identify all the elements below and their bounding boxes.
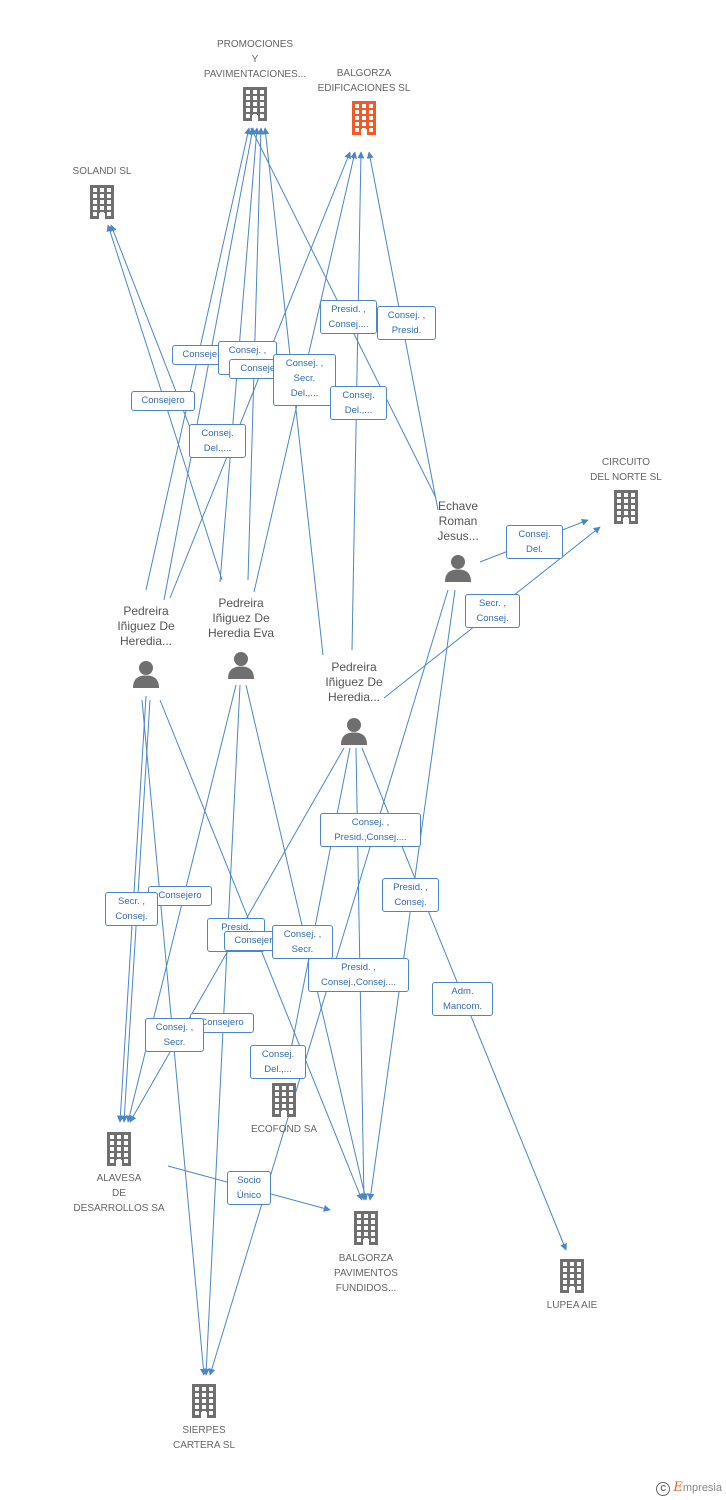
relation-label[interactable]: Consejero	[131, 391, 195, 411]
relation-label[interactable]: Presid. , Consej....	[320, 300, 377, 334]
relation-label[interactable]: Consej. , Presid.,Consej....	[320, 813, 421, 847]
relation-label[interactable]: Consej. Del.,...	[189, 424, 246, 458]
relation-label[interactable]: Consej. , Secr.	[272, 925, 333, 959]
relation-label[interactable]: Consej. , Secr. Del.,...	[273, 354, 336, 406]
relation-label[interactable]: Consej. , Secr.	[145, 1018, 204, 1052]
relation-label[interactable]: Presid. , Consej.	[382, 878, 439, 912]
node-label: Echave Roman Jesus...	[437, 499, 479, 543]
node-label: Pedreira Iñiguez De Heredia Eva	[207, 596, 275, 640]
node-label: BALGORZA EDIFICACIONES SL	[317, 68, 411, 94]
node-label: BALGORZA PAVIMENTOS FUNDIDOS...	[334, 1253, 398, 1294]
building-icon	[105, 1132, 133, 1171]
relation-label[interactable]: Secr. , Consej.	[105, 892, 158, 926]
brand-logo: C Empresia	[656, 1480, 722, 1496]
brand-name: mpresia	[682, 1482, 722, 1494]
node-label: CIRCUITO DEL NORTE SL	[590, 457, 662, 483]
relation-label[interactable]: Secr. , Consej.	[465, 594, 520, 628]
copyright-icon: C	[656, 1482, 671, 1496]
brand-initial: E	[673, 1480, 683, 1495]
building-icon	[352, 1211, 380, 1250]
node-label: SOLANDI SL	[72, 166, 132, 177]
node-label: LUPEA AIE	[546, 1300, 598, 1311]
node-label: Pedreira Iñiguez De Heredia...	[325, 660, 383, 704]
node-label: PROMOCIONES Y PAVIMENTACIONES...	[203, 39, 307, 80]
building-icon	[350, 101, 378, 140]
building-icon	[241, 87, 269, 126]
person-icon	[132, 660, 160, 693]
node-label: Pedreira Iñiguez De Heredia...	[117, 604, 175, 648]
building-icon	[88, 185, 116, 224]
node-label: SIERPES CARTERA SL	[172, 1425, 236, 1451]
relation-label[interactable]: Consej. Del.,...	[250, 1045, 306, 1079]
relation-label[interactable]: Consejero	[190, 1013, 254, 1033]
node-label: ALAVESA DE DESARROLLOS SA	[73, 1173, 165, 1214]
building-icon	[558, 1259, 586, 1298]
relation-label[interactable]: Consej. Del.	[506, 525, 563, 559]
relation-label[interactable]: Presid. , Consej.,Consej....	[308, 958, 409, 992]
relation-edge	[110, 224, 199, 449]
building-icon	[612, 490, 640, 529]
relation-edge	[283, 747, 351, 1076]
building-icon	[190, 1384, 218, 1423]
building-icon	[270, 1083, 298, 1122]
person-icon	[227, 651, 255, 684]
relation-label[interactable]: Adm. Mancom.	[432, 982, 493, 1016]
person-icon	[444, 554, 472, 587]
person-icon	[340, 717, 368, 750]
relation-label[interactable]: Consej. , Presid.	[377, 306, 436, 340]
relation-label[interactable]: Socio Único	[227, 1171, 271, 1205]
node-label: ECOFOND SA	[250, 1124, 318, 1135]
relation-label[interactable]: Consej. Del.,...	[330, 386, 387, 420]
